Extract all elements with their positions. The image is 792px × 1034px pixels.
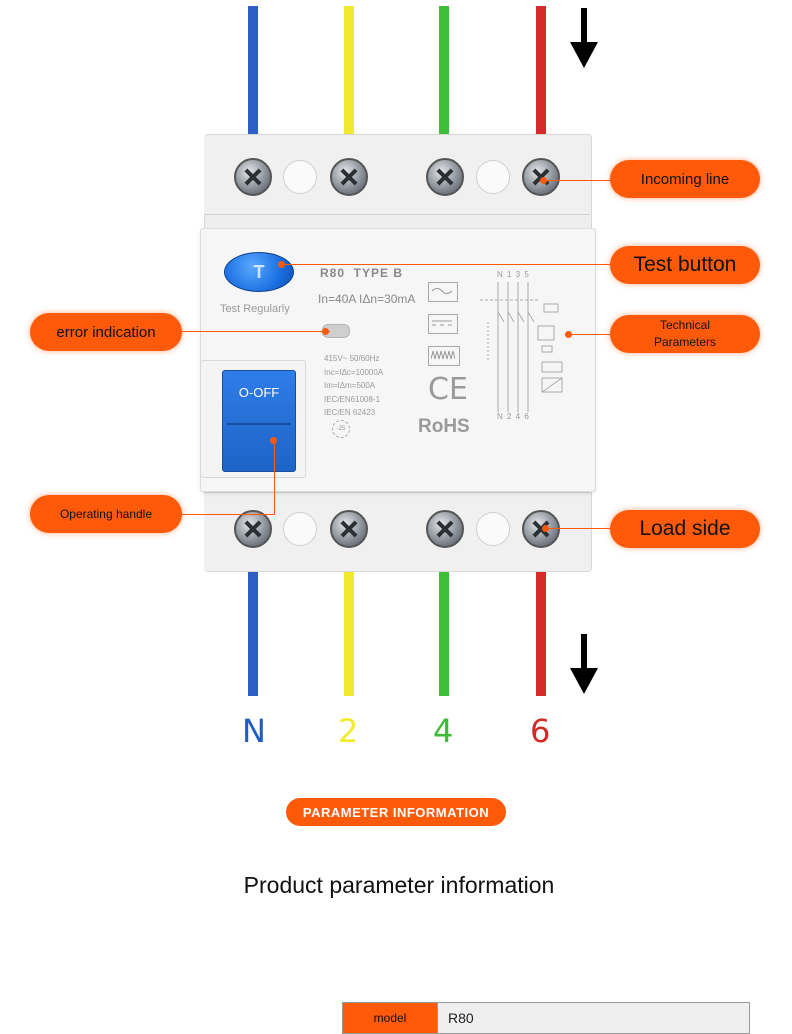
pulse-symbol-icon	[428, 346, 460, 366]
leader-dot	[542, 525, 549, 532]
handle-divider	[227, 423, 291, 425]
schematic-bottom-labels: N 2 4 6	[497, 412, 530, 421]
terminal-screw-icon	[426, 510, 464, 548]
schematic-top-labels: N 1 3 5	[497, 270, 530, 279]
down-arrow-icon	[570, 634, 598, 694]
wire-n-top	[248, 6, 258, 136]
leader-operating-handle	[180, 440, 275, 515]
phase-label-2: 2	[338, 712, 359, 750]
terminal-screw-icon	[234, 510, 272, 548]
ce-mark: CE	[428, 372, 468, 407]
callout-text: Test button	[633, 253, 737, 276]
test-button-letter: T	[253, 261, 265, 282]
leader-error-indication	[180, 331, 330, 332]
table-row-value: R80	[438, 1003, 749, 1033]
phase-label-6: 6	[530, 712, 551, 750]
test-regularly-label: Test Regularly	[220, 303, 290, 315]
callout-load-side: Load side	[610, 510, 760, 548]
callout-test-button: Test button	[610, 246, 760, 284]
phase-label-4: 4	[433, 712, 454, 750]
table-row-key: model	[343, 1003, 438, 1033]
leader-dot	[278, 261, 285, 268]
terminal-screw-icon	[234, 158, 272, 196]
spec-line: IEC/EN 62423	[324, 408, 376, 417]
pulse-wave-icon	[431, 350, 455, 360]
dc-lines-icon	[432, 320, 452, 326]
terminal-screw-icon	[522, 510, 560, 548]
ac-wave-symbol-icon	[432, 288, 452, 294]
leader-test-button	[282, 264, 614, 265]
callout-text: Load side	[639, 517, 731, 540]
callout-text: Technical	[659, 318, 711, 332]
wire-2-top	[344, 6, 354, 136]
spec-line: Inc=IΔc=10000A	[324, 367, 384, 377]
spec-line: IEC/EN61008-1	[324, 394, 381, 404]
temperature-mark: -25	[336, 426, 346, 432]
terminal-screw-icon	[426, 158, 464, 196]
callout-incoming-line: Incoming line	[610, 160, 760, 198]
model-line: R80 TYPE B	[320, 266, 404, 280]
phase-label-n: N	[242, 712, 266, 750]
rohs-mark: RoHS	[418, 416, 470, 437]
dc-symbol-icon	[428, 314, 458, 334]
wire-4-top	[439, 6, 449, 136]
leader-incoming-line	[544, 180, 614, 181]
down-arrow-icon	[570, 8, 598, 68]
leader-dot	[270, 437, 277, 444]
temperature-mark-icon: -25	[332, 420, 350, 438]
ac-wave-icon	[428, 282, 458, 302]
parameter-table: model R80	[342, 1002, 750, 1034]
leader-dot	[565, 331, 572, 338]
rating-line: In=40A IΔn=30mA	[318, 292, 416, 306]
terminal-screw-icon	[330, 510, 368, 548]
leader-load-side	[546, 528, 614, 529]
callout-operating-handle: Operating handle	[30, 495, 182, 533]
terminal-screw-icon	[330, 158, 368, 196]
wire-n-bottom	[248, 568, 258, 696]
wire-2-bottom	[344, 568, 354, 696]
terminal-hole	[476, 160, 510, 194]
spec-line: Im=IΔm=500A	[324, 381, 376, 390]
section-title: Product parameter information	[243, 872, 555, 898]
callout-text: Operating handle	[59, 507, 153, 521]
wire-6-top	[536, 6, 546, 136]
leader-technical-parameters	[568, 334, 612, 335]
operating-handle[interactable]: O-OFF	[222, 370, 296, 472]
leader-dot	[322, 328, 329, 335]
wire-6-bottom	[536, 568, 546, 696]
terminal-hole	[283, 512, 317, 546]
callout-technical-parameters: Technical Parameters	[610, 315, 760, 353]
section-pill: PARAMETER INFORMATION	[286, 798, 506, 826]
callout-text: error indication	[56, 323, 156, 341]
wire-4-bottom	[439, 568, 449, 696]
callout-text: Parameters	[653, 335, 717, 349]
callout-text: Incoming line	[640, 170, 730, 188]
handle-label: O-OFF	[238, 385, 280, 400]
spec-list: 415V~ 50/60Hz Inc=IΔc=10000A Im=IΔm=500A…	[324, 352, 383, 420]
spec-line: 415V~ 50/60Hz	[324, 354, 380, 363]
callout-error-indication: error indication	[30, 313, 182, 351]
circuit-schematic-icon	[480, 282, 563, 412]
terminal-hole	[283, 160, 317, 194]
test-button[interactable]: T	[224, 252, 294, 292]
leader-dot	[540, 177, 547, 184]
terminal-hole	[476, 512, 510, 546]
